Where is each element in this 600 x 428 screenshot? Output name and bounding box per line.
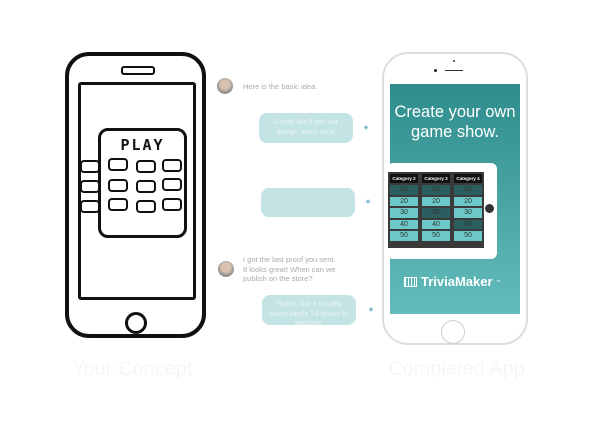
board-cell[interactable]: 10 (422, 185, 450, 195)
board-cell[interactable]: 20 (422, 196, 450, 206)
speaker-grille (445, 70, 463, 71)
caption-your-concept: Your Concept (72, 358, 193, 380)
company-logo-icon: ◆ (368, 307, 374, 313)
board-cell[interactable]: 10 (454, 185, 482, 195)
category-header: Category 2 (390, 174, 418, 183)
chat-message-3 (261, 188, 355, 217)
chat-message-2: Great! We'll get our design team on it! (259, 113, 353, 143)
sketch-phone-screen (78, 82, 196, 300)
camera-icon (434, 69, 437, 72)
category-header: Category 3 (422, 174, 450, 183)
chat-message-5: Today, but it usually takes Apple 24 hou… (262, 295, 356, 327)
category-column: Category 4 10 20 30 40 50 (454, 174, 482, 246)
category-header: Category 4 (454, 174, 482, 183)
sketch-cells (78, 156, 188, 216)
board-cell[interactable]: 40 (422, 219, 450, 229)
board-cell[interactable]: 50 (390, 231, 418, 241)
client-avatar (218, 261, 234, 277)
category-column: Category 2 10 20 30 40 50 (390, 174, 418, 246)
caption-completed-app: Completed App (388, 358, 525, 380)
chat-message-4: I got the last proof you sent. It looks … (243, 255, 336, 283)
board-cell[interactable]: 20 (390, 196, 418, 206)
sketch-play-title: PLAY (120, 136, 165, 154)
iphone-home-button (441, 320, 465, 344)
board-cell[interactable]: 30 (454, 208, 482, 218)
company-logo-icon: ◆ (363, 125, 369, 131)
tablet-home-button (485, 204, 494, 213)
board-cell[interactable]: 40 (390, 219, 418, 229)
board-cell[interactable]: 20 (454, 196, 482, 206)
board-cell[interactable]: 30 (390, 208, 418, 218)
category-column: Category 3 10 20 30 40 50 (422, 174, 450, 246)
sensor-dot (453, 60, 455, 62)
app-headline: Create your own game show. (394, 103, 516, 141)
company-logo-icon: ◆ (365, 199, 371, 205)
brand-name: TriviaMaker (421, 274, 493, 289)
game-board: Category 2 10 20 30 40 50 Category 3 10 … (388, 172, 484, 248)
trademark: ™ (496, 279, 501, 284)
board-cell[interactable]: 10 (390, 185, 418, 195)
chat-message-1: Here is the basic idea. (243, 82, 318, 91)
board-grid-icon (404, 276, 417, 287)
sketch-home-button (125, 312, 147, 334)
board-cell[interactable]: 50 (454, 231, 482, 241)
board-cell[interactable]: 40 (454, 219, 482, 229)
sketch-speaker (121, 66, 155, 75)
client-avatar (217, 78, 233, 94)
board-cell[interactable]: 30 (422, 208, 450, 218)
sketch-phone-outline (65, 52, 206, 338)
board-cell[interactable]: 50 (422, 231, 450, 241)
